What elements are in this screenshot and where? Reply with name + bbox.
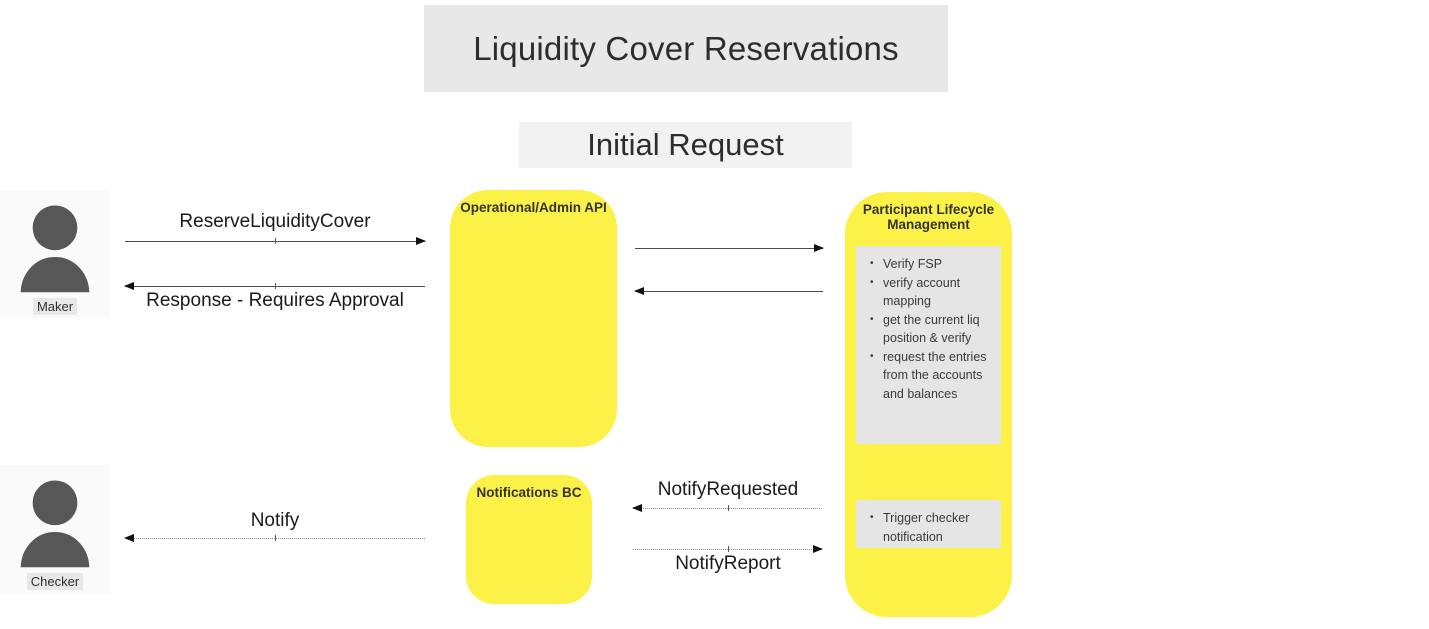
message-label-reserve-liquidity-cover: ReserveLiquidityCover <box>179 211 371 232</box>
message-label-notify-requested: NotifyRequested <box>657 479 799 500</box>
component-title: Operational/Admin API <box>460 200 607 215</box>
list-item: get the current liq position & verify <box>870 311 995 348</box>
actor-maker-label: Maker <box>32 298 78 315</box>
list-item: Verify FSP <box>870 255 995 274</box>
plm-checks-list: Verify FSP verify account mapping get th… <box>856 246 1001 403</box>
list-item: Trigger checker notification <box>870 509 995 546</box>
component-notifications-bc: Notifications BC <box>466 475 592 604</box>
actor-checker: Checker <box>0 465 110 593</box>
person-icon <box>17 480 93 569</box>
message-label-notify-report: NotifyReport <box>675 553 781 574</box>
diagram-title: Liquidity Cover Reservations <box>473 29 899 67</box>
actor-checker-label: Checker <box>26 573 84 590</box>
plm-checks-panel: Verify FSP verify account mapping get th… <box>856 246 1001 444</box>
plm-notify-list: Trigger checker notification <box>856 500 1001 546</box>
diagram-subtitle-box: Initial Request <box>519 122 852 168</box>
message-label-notify: Notify <box>250 510 300 531</box>
actor-maker: Maker <box>0 190 110 318</box>
list-item: request the entries from the accounts an… <box>870 348 995 404</box>
component-title: Participant Lifecycle Management <box>862 202 995 232</box>
person-icon <box>17 205 93 294</box>
message-label-response-requires-approval: Response - Requires Approval <box>146 290 404 311</box>
diagram-subtitle: Initial Request <box>587 127 784 162</box>
plm-notify-panel: Trigger checker notification <box>856 500 1001 548</box>
component-participant-lifecycle-management: Participant Lifecycle Management Verify … <box>845 192 1012 617</box>
component-title: Notifications BC <box>476 485 582 500</box>
diagram-title-box: Liquidity Cover Reservations <box>424 5 948 92</box>
list-item: verify account mapping <box>870 274 995 311</box>
component-operational-admin-api: Operational/Admin API <box>450 190 617 447</box>
